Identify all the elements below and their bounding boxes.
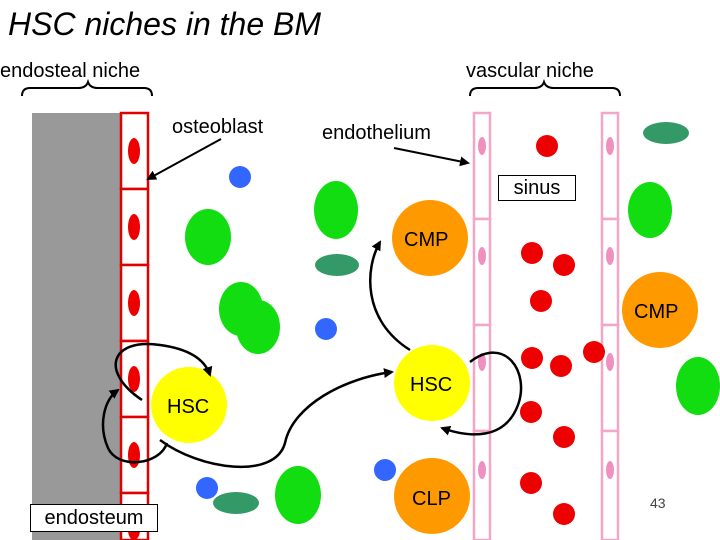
endothelial-nuclei xyxy=(478,137,614,479)
hsc-vascular-loop-arrow xyxy=(440,351,523,436)
hsc-left-label: HSC xyxy=(167,396,210,418)
osteoblast-pointer xyxy=(146,138,222,180)
osteoblast-label: osteoblast xyxy=(172,116,264,138)
hsc-migration-arrow xyxy=(159,368,394,469)
dark-green-cells xyxy=(213,122,689,514)
endosteum-label: endosteum xyxy=(30,504,158,532)
cmp-cell-right xyxy=(622,272,698,348)
slide-title: HSC niches in the BM xyxy=(8,6,322,42)
hsc-to-cmp-arrow xyxy=(369,240,411,352)
hsc-return-arrow xyxy=(101,388,169,464)
sinus-label: sinus xyxy=(498,175,576,201)
endothelium-pointer xyxy=(393,147,470,167)
cmp-top-label: CMP xyxy=(404,229,449,251)
page-number: 43 xyxy=(650,495,666,511)
osteoblast-nuclei xyxy=(128,138,140,540)
hsc-self-renewal-arrow xyxy=(114,342,213,402)
clp-label: CLP xyxy=(412,488,451,510)
red-blood-cells xyxy=(520,135,605,525)
endothelium-label: endothelium xyxy=(322,122,431,144)
osteoblast-layer xyxy=(119,111,150,540)
bone-region xyxy=(32,113,120,540)
endothelium-right-wall xyxy=(600,111,620,540)
clp-cell xyxy=(394,458,470,534)
vascular-niche-label: vascular niche xyxy=(466,60,594,82)
green-cells xyxy=(185,181,720,524)
endosteal-niche-label: endosteal niche xyxy=(0,60,141,82)
endosteal-brace xyxy=(21,78,153,97)
blue-cells xyxy=(196,166,396,499)
hsc-center-label: HSC xyxy=(410,374,453,396)
cmp-cell-top xyxy=(392,200,468,276)
cmp-right-label: CMP xyxy=(634,301,679,323)
hsc-cell-center xyxy=(394,345,470,421)
hsc-cell-left xyxy=(151,367,227,443)
vascular-brace xyxy=(469,78,621,97)
endothelium-left-wall xyxy=(472,111,492,540)
